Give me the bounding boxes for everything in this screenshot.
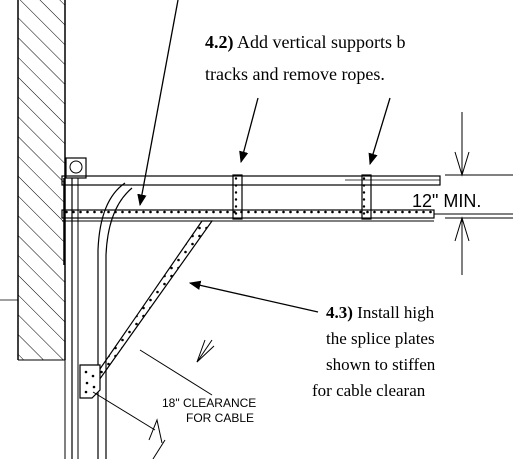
leader-arrows bbox=[137, 0, 391, 313]
clearance-line2: FOR CABLE bbox=[186, 411, 254, 425]
header-bracket bbox=[63, 157, 87, 459]
dimension-label: 12" MIN. bbox=[412, 191, 481, 211]
step-4-2-line1: 4.2) Add vertical supports b bbox=[205, 32, 405, 53]
upper-track bbox=[61, 175, 441, 186]
curved-track bbox=[97, 182, 133, 459]
step-4-3-line2: the splice plates bbox=[326, 329, 435, 348]
clearance-line1: 18" CLEARANCE bbox=[162, 396, 256, 410]
dimension-12in bbox=[434, 112, 513, 275]
step-4-3-line1: 4.3) Install high bbox=[326, 303, 435, 322]
perforated-angle bbox=[61, 209, 435, 222]
wall bbox=[0, 0, 66, 361]
diagonal-brace bbox=[81, 220, 214, 396]
step-4-3-line3: shown to stiffen bbox=[326, 355, 436, 374]
clearance-dimension bbox=[92, 339, 215, 459]
vertical-supports bbox=[232, 174, 372, 220]
step-4-3-line4: for cable clearan bbox=[312, 381, 426, 400]
step-4-2-line2: tracks and remove ropes. bbox=[205, 64, 385, 84]
splice-plate bbox=[79, 364, 101, 399]
